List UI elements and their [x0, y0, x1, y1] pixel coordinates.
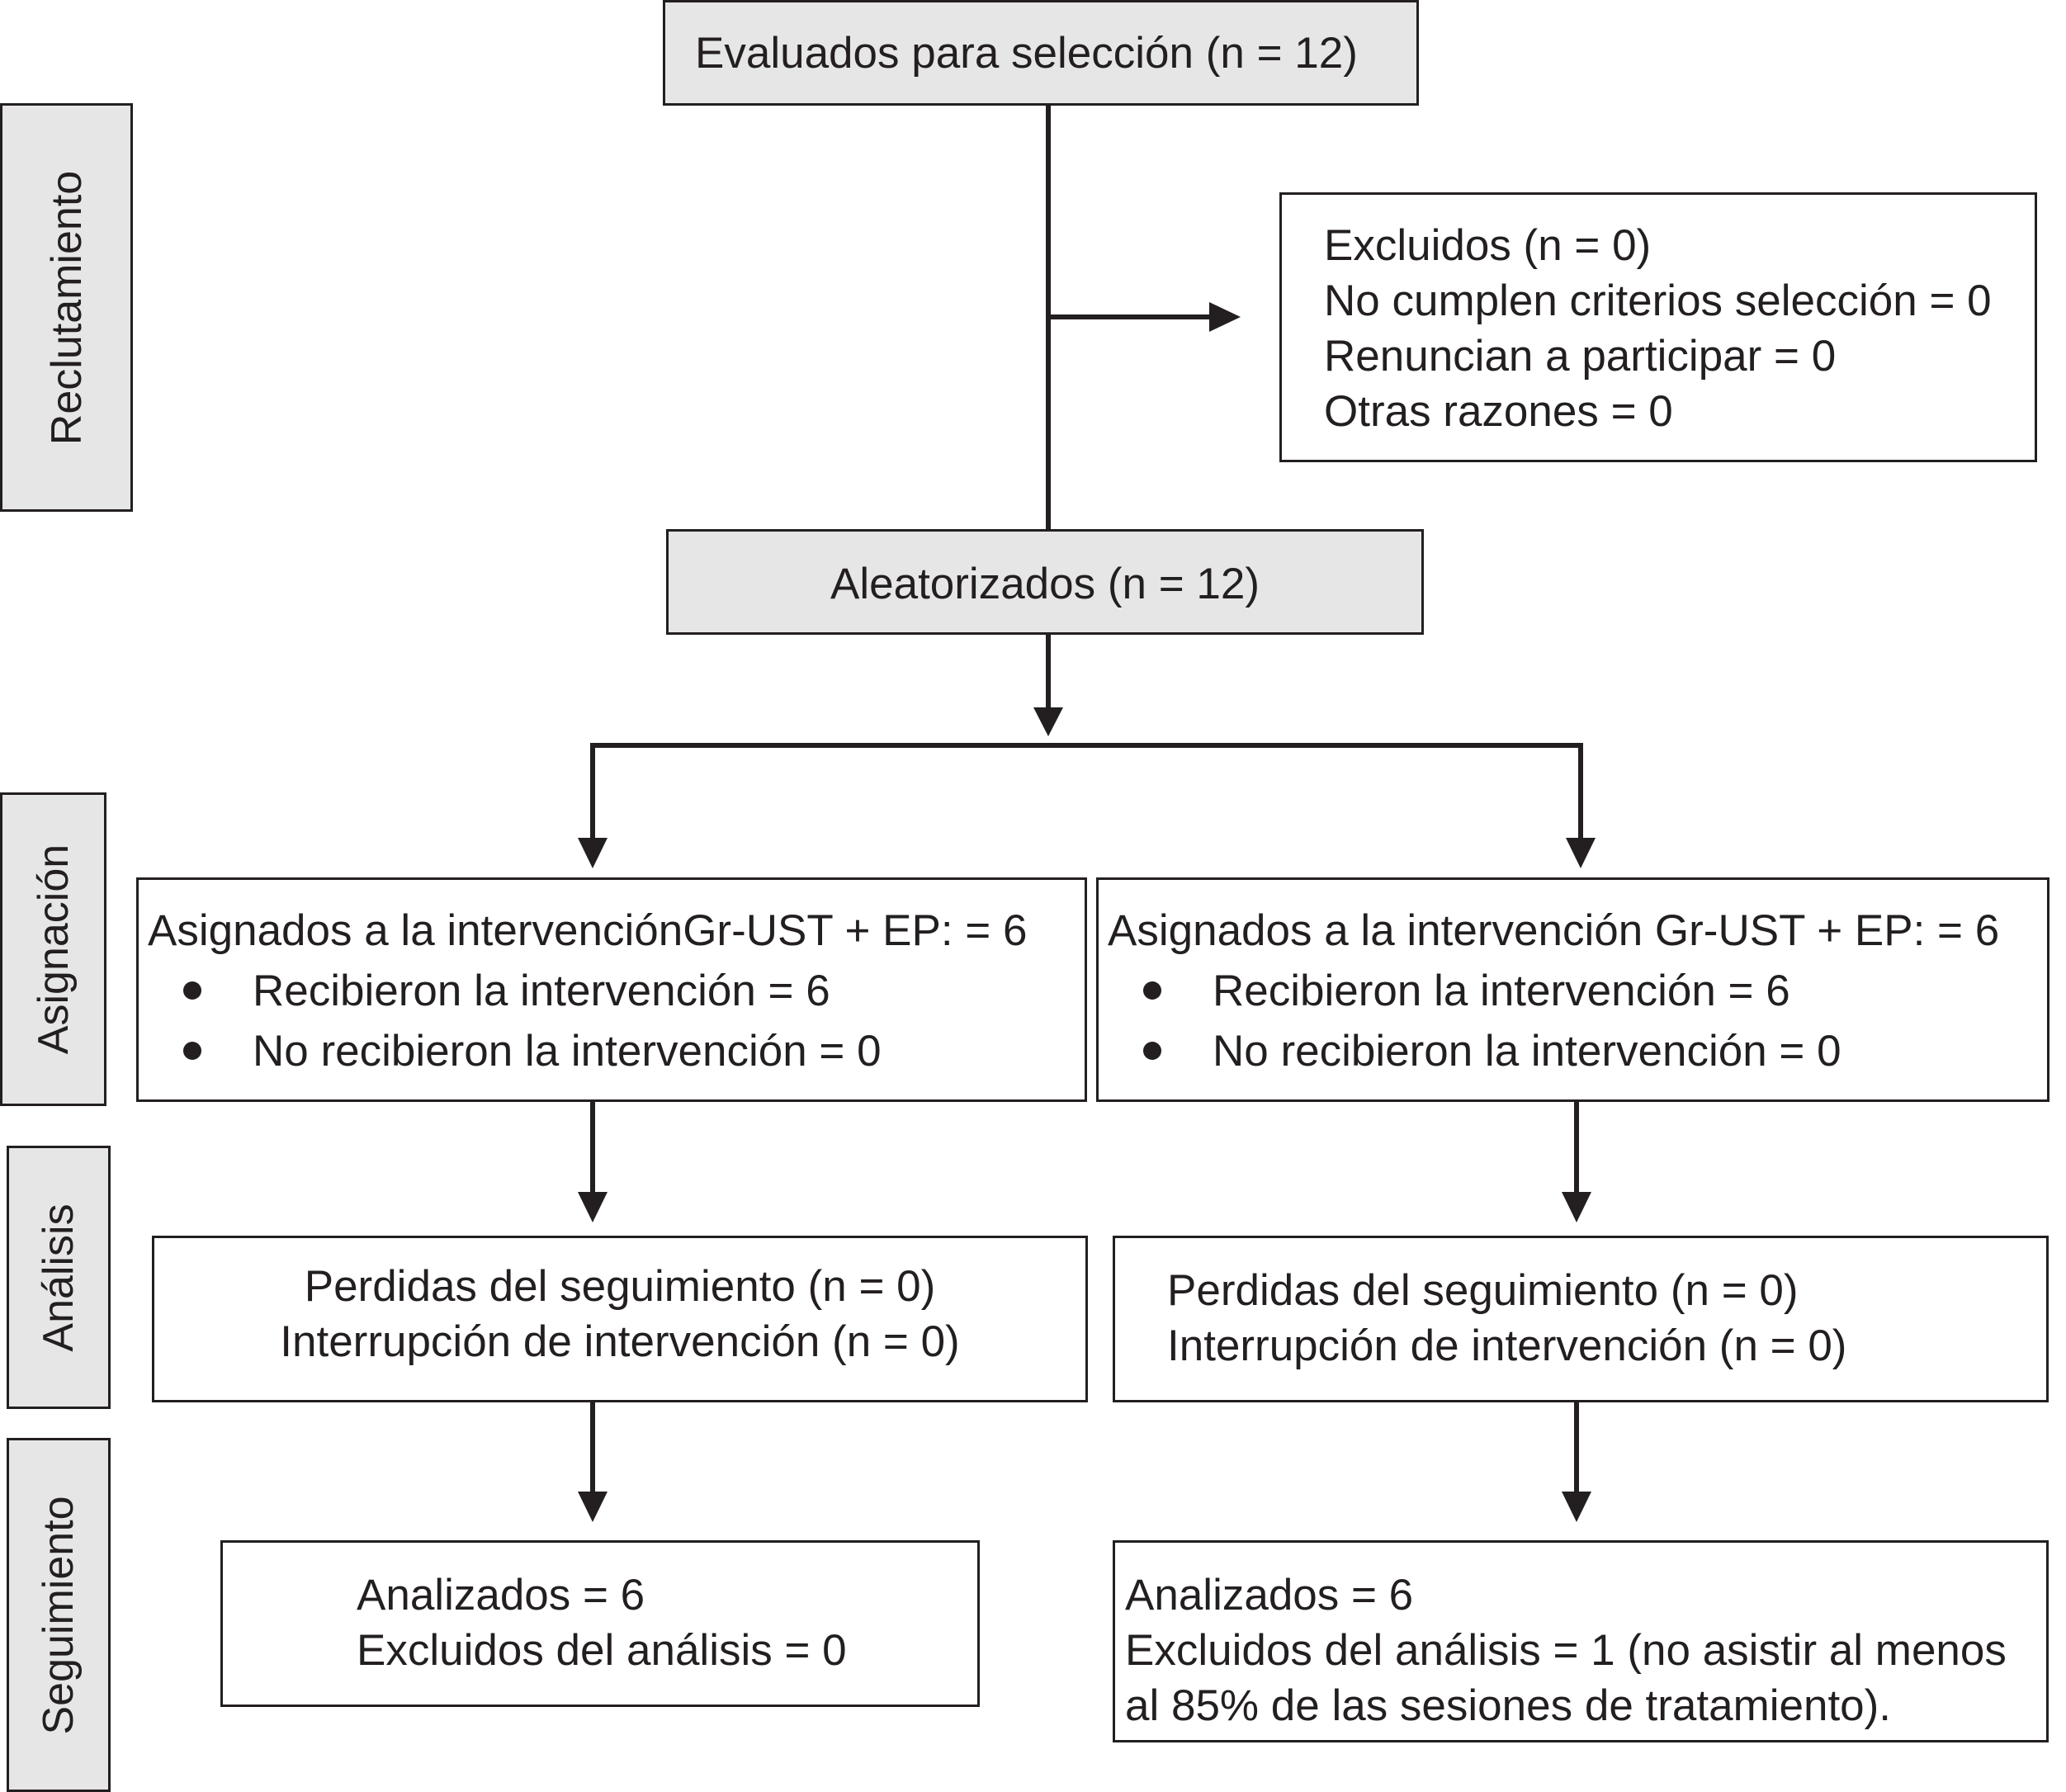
- followup-left-analysed: Analizados = 6: [357, 1571, 645, 1619]
- allocation-right-title: Asignados a la intervención Gr-UST + EP:…: [1108, 906, 2000, 955]
- arrowhead-left-followup: [578, 1492, 608, 1522]
- arrowhead-right-followup: [1562, 1492, 1591, 1522]
- allocation-left-title: Asignados a la intervenciónGr-UST + EP: …: [148, 906, 1028, 955]
- excluded-criteria: No cumplen criterios selección = 0: [1324, 277, 1992, 325]
- phase-label-allocation-text: Asignación: [29, 844, 78, 1055]
- followup-right-analysed: Analizados = 6: [1125, 1571, 1414, 1619]
- phase-label-allocation: Asignación: [0, 792, 106, 1106]
- analysis-left-discontinued: Interrupción de intervención (n = 0): [280, 1317, 960, 1366]
- arrowhead-excluded: [1209, 302, 1241, 332]
- phase-label-analysis: Análisis: [7, 1146, 111, 1409]
- allocation-left-received-text: Recibieron la intervención = 6: [253, 967, 830, 1015]
- analysis-right-lost: Perdidas del seguimiento (n = 0): [1167, 1266, 1799, 1315]
- allocation-left-not-received: No recibieron la intervención = 0: [148, 1024, 1027, 1079]
- randomized-text: Aleatorizados (n = 12): [830, 560, 1260, 608]
- phase-label-followup: Seguimiento: [7, 1438, 111, 1792]
- phase-label-recruitment: Reclutamiento: [0, 103, 133, 512]
- followup-right-excluded-2: al 85% de las sesiones de tratamiento).: [1125, 1681, 1892, 1730]
- allocation-left-received: Recibieron la intervención = 6: [148, 963, 1027, 1019]
- allocation-left-not-received-text: No recibieron la intervención = 0: [253, 1027, 882, 1076]
- excluded-declined: Renuncian a participar = 0: [1324, 332, 1837, 381]
- analysis-box-right: Perdidas del seguimiento (n = 0) Interru…: [1113, 1236, 2049, 1402]
- followup-box-left: Analizados = 6 Excluidos del análisis = …: [220, 1540, 980, 1707]
- allocation-box-right: Asignados a la intervención Gr-UST + EP:…: [1096, 877, 2049, 1102]
- allocation-right-received-text: Recibieron la intervención = 6: [1213, 967, 1790, 1015]
- excluded-other: Otras razones = 0: [1324, 387, 1673, 436]
- allocation-right-not-received: No recibieron la intervención = 0: [1108, 1024, 1999, 1079]
- followup-box-right: Analizados = 6 Excluidos del análisis = …: [1113, 1540, 2049, 1742]
- randomized-box: Aleatorizados (n = 12): [666, 529, 1424, 635]
- analysis-right-discontinued: Interrupción de intervención (n = 0): [1167, 1322, 1847, 1370]
- excluded-box: Excluidos (n = 0) No cumplen criterios s…: [1279, 192, 2037, 462]
- allocation-right-received: Recibieron la intervención = 6: [1108, 963, 1999, 1019]
- arrowhead-left-analysis: [578, 1192, 608, 1222]
- excluded-title: Excluidos (n = 0): [1324, 221, 1652, 270]
- assessed-text: Evaluados para selección (n = 12): [695, 29, 1358, 78]
- phase-label-followup-text: Seguimiento: [35, 1495, 83, 1735]
- followup-left-excluded: Excluidos del análisis = 0: [357, 1626, 847, 1675]
- analysis-left-lost: Perdidas del seguimiento (n = 0): [304, 1262, 936, 1311]
- bullet-icon: [183, 1042, 201, 1060]
- bullet-icon: [1143, 1042, 1161, 1060]
- arrowhead-right-allocation: [1566, 838, 1596, 868]
- phase-label-analysis-text: Análisis: [35, 1203, 83, 1352]
- phase-label-recruitment-text: Reclutamiento: [42, 170, 91, 445]
- bullet-icon: [183, 981, 201, 1000]
- analysis-box-left: Perdidas del seguimiento (n = 0) Interru…: [152, 1236, 1088, 1402]
- followup-right-excluded-1: Excluidos del análisis = 1 (no asistir a…: [1125, 1626, 2007, 1675]
- bullet-icon: [1143, 981, 1161, 1000]
- allocation-box-left: Asignados a la intervenciónGr-UST + EP: …: [136, 877, 1087, 1102]
- assessed-box: Evaluados para selección (n = 12): [663, 0, 1419, 106]
- arrowhead-right-analysis: [1562, 1192, 1591, 1222]
- arrowhead-left-allocation: [578, 838, 608, 868]
- allocation-right-not-received-text: No recibieron la intervención = 0: [1213, 1027, 1841, 1076]
- arrowhead-randomized: [1033, 707, 1063, 736]
